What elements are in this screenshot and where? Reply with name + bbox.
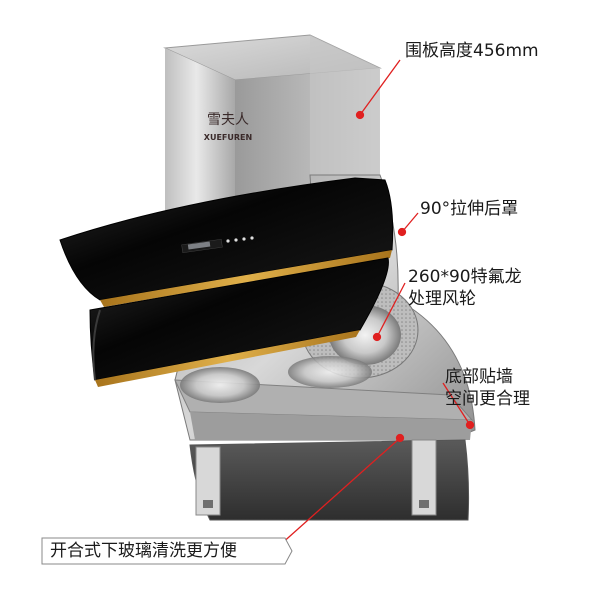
leader-glass [279, 437, 401, 546]
brand-chinese: 雪夫人 [207, 112, 249, 128]
callout-glass-text: 开合式下玻璃清洗更方便 [50, 541, 237, 561]
leader-dot-panel-height [355, 110, 365, 120]
glass-callout-frame [41, 537, 293, 565]
leader-dot-glass [395, 433, 405, 443]
callout-wall-line2: 空间更合理 [445, 389, 530, 409]
callout-wall-line1: 底部贴墙 [445, 367, 513, 387]
brand-latin: XUEFUREN [204, 133, 252, 142]
callout-fan-line2: 处理风轮 [408, 289, 476, 309]
front-glass-panel [89, 257, 389, 387]
leader-fan [376, 282, 406, 338]
callout-panel-height: 围板高度456mm [405, 40, 539, 62]
callout-fan-line1: 260*90特氟龙 [408, 267, 522, 287]
leader-dot-fan [372, 332, 382, 342]
control-display [181, 236, 254, 254]
bottom-glass-panel [189, 439, 470, 521]
leader-dot-rear-cover [397, 227, 407, 237]
callout-rear-cover: 90°拉伸后罩 [420, 198, 518, 220]
callout-wall: 底部贴墙 空间更合理 [445, 366, 530, 410]
brand-logo: 雪夫人 XUEFUREN [204, 112, 252, 142]
leader-wall [442, 382, 471, 426]
callout-rear-cover-text: 90°拉伸后罩 [420, 199, 519, 219]
callout-panel-height-text: 围板高度456mm [405, 41, 539, 61]
leader-panel-height [359, 59, 401, 116]
leader-dot-wall [465, 420, 475, 430]
callout-glass: 开合式下玻璃清洗更方便 [50, 540, 237, 562]
callout-leaders [279, 59, 475, 546]
callout-fan: 260*90特氟龙 处理风轮 [408, 266, 522, 310]
upper-glass-panel [59, 177, 394, 307]
